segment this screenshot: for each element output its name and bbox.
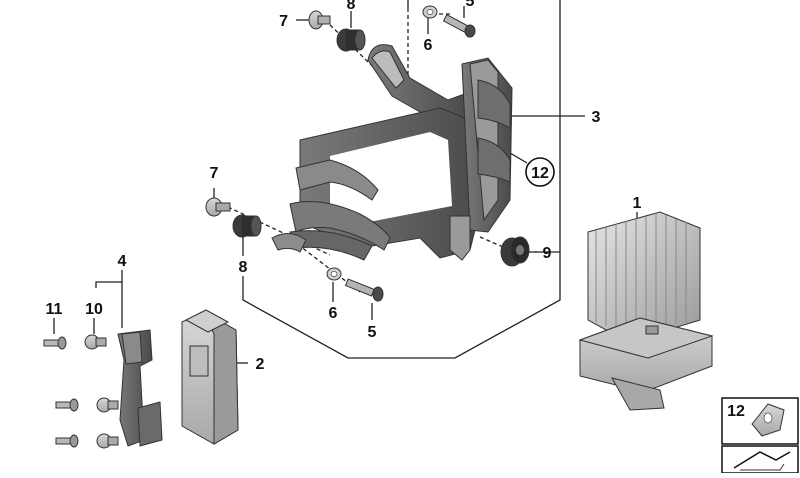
label-part-3: 3 <box>592 109 601 126</box>
label-part-2: 2 <box>256 356 265 373</box>
label-part-12: 12 <box>531 165 549 182</box>
mounting-bracket <box>271 44 513 261</box>
label-part-5-bottom: 5 <box>368 324 377 341</box>
label-part-4: 4 <box>118 253 127 270</box>
label-part-7-top: 7 <box>279 13 288 30</box>
label-part-11: 11 <box>46 301 63 318</box>
fasteners-left <box>205 197 530 302</box>
label-part-6-top: 6 <box>424 37 433 54</box>
label-part-6-bottom: 6 <box>329 305 338 322</box>
label-part-8-left: 8 <box>239 259 248 276</box>
holder-plate <box>117 329 163 447</box>
inset-box: 12 <box>721 397 799 474</box>
label-part-7-left: 7 <box>210 165 219 182</box>
small-fasteners <box>43 334 119 449</box>
label-part-8-top: 8 <box>347 0 356 13</box>
control-unit-heatsink <box>578 211 714 411</box>
fasteners-top <box>308 5 476 52</box>
control-module <box>181 309 239 445</box>
label-part-10: 10 <box>85 301 103 318</box>
label-part-1: 1 <box>633 195 642 212</box>
label-part-5-top: 5 <box>466 0 475 10</box>
inset-label: 12 <box>727 403 745 420</box>
callout-12: 12 <box>525 157 555 187</box>
part-labels: 7 8 5 6 3 7 8 9 1 6 5 4 2 11 10 <box>46 0 642 373</box>
label-part-9: 9 <box>543 245 552 262</box>
